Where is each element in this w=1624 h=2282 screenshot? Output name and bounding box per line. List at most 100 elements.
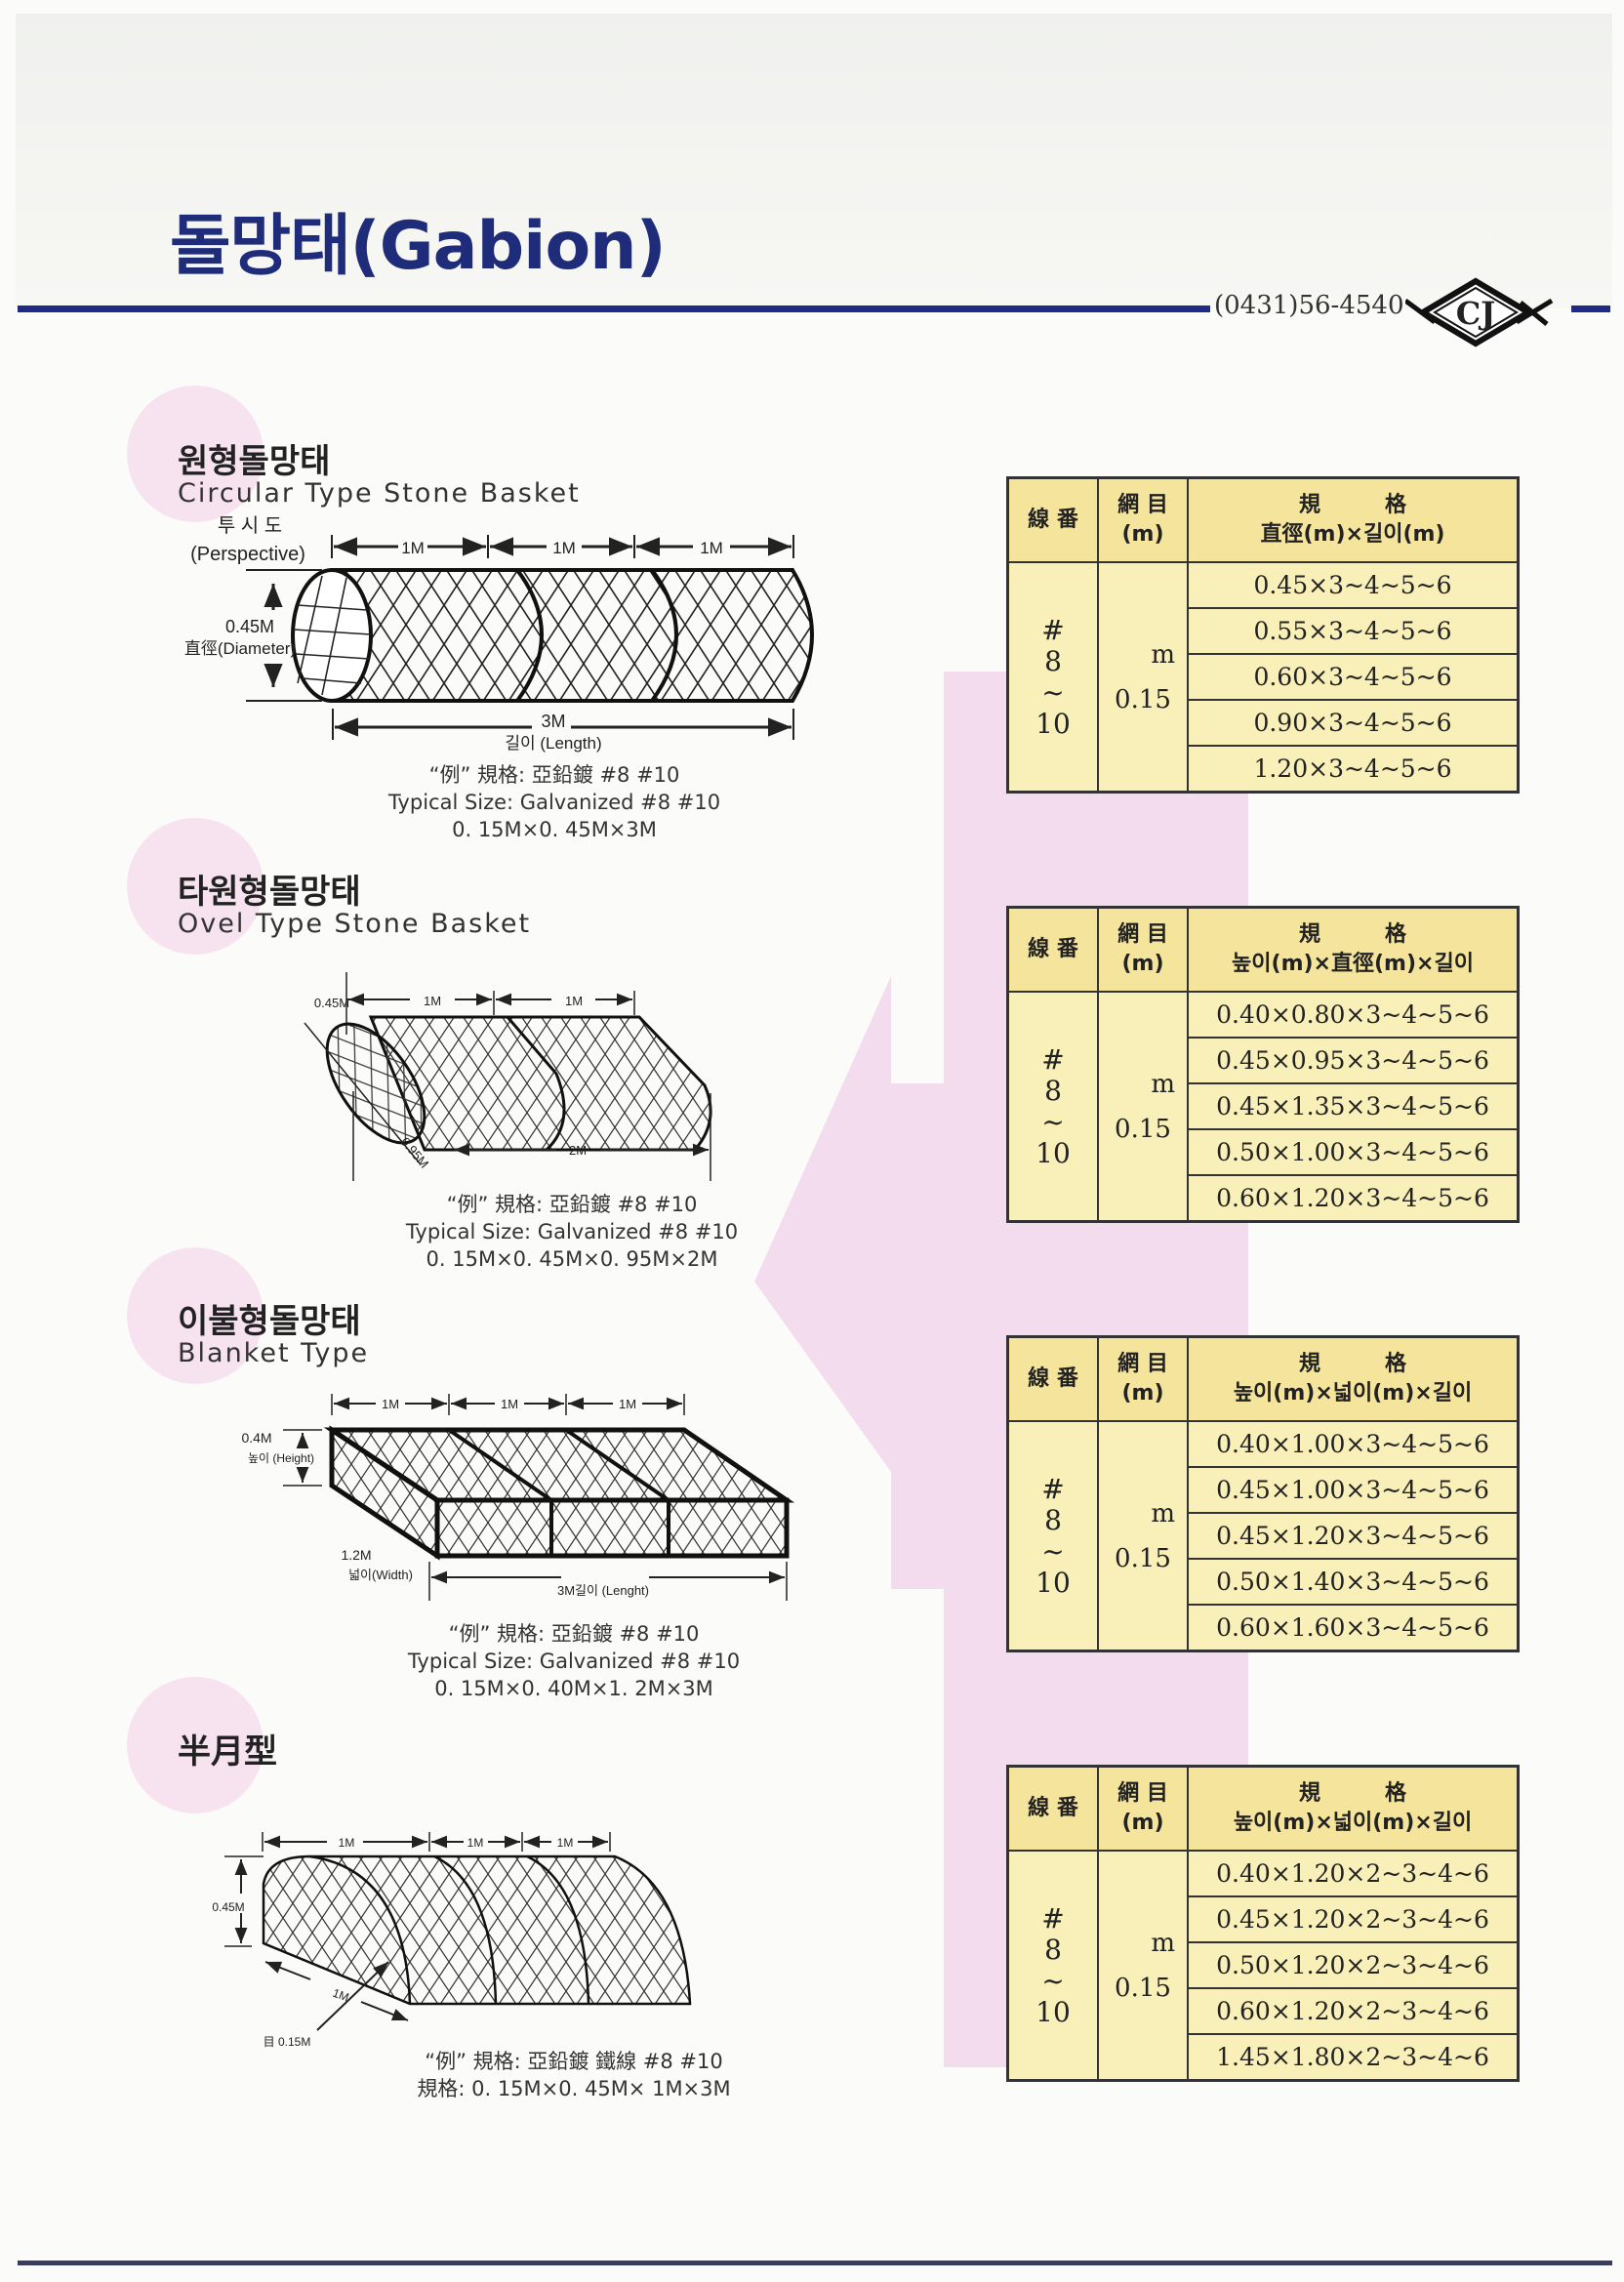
- header-divider: [18, 306, 1210, 312]
- svg-text:1M: 1M: [424, 994, 441, 1008]
- spec-value: 0.40×1.00×3~4~5~6: [1187, 1420, 1520, 1468]
- caption-line: “例” 規格: 亞鉛鍍 #8 #10: [428, 763, 680, 787]
- header-wire: 線 番: [1006, 476, 1099, 563]
- wire-gauge-cell: #8~10: [1006, 561, 1099, 794]
- svg-text:0.45M: 0.45M: [314, 996, 349, 1010]
- caption-line: Typical Size: Galvanized #8 #10: [407, 1650, 741, 1673]
- heading-decoration: [127, 386, 264, 522]
- table-row: 0.50×1.00×3~4~5~6: [1008, 1128, 1520, 1176]
- table-row: 0.90×3~4~5~6: [1008, 699, 1520, 747]
- header-band: [16, 14, 1612, 308]
- svg-text:높이 (Height): 높이 (Height): [248, 1451, 314, 1465]
- header-divider-right: [1571, 306, 1610, 312]
- spec-value: 0.50×1.20×2~3~4~6: [1187, 1941, 1520, 1989]
- spec-value: 0.45×3~4~5~6: [1187, 561, 1520, 609]
- header-wire: 線 番: [1006, 906, 1099, 993]
- page-title: 돌망태(Gabion): [170, 208, 667, 285]
- table-row: 0.50×1.40×3~4~5~6: [1008, 1558, 1520, 1606]
- spec-value: 0.60×1.20×2~3~4~6: [1187, 1987, 1520, 2035]
- caption-line: “例” 規格: 亞鉛鍍 鐵線 #8 #10: [425, 2050, 723, 2073]
- svg-text:1M: 1M: [401, 539, 425, 557]
- table-row: 0.60×1.20×3~4~5~6: [1008, 1174, 1520, 1223]
- header-mesh: 網 目(m): [1097, 906, 1189, 993]
- svg-text:투 시 도: 투 시 도: [218, 515, 282, 537]
- svg-text:길이 (Length): 길이 (Length): [505, 734, 601, 753]
- table-row: 0.45×1.20×3~4~5~6: [1008, 1512, 1520, 1560]
- spec-value: 1.45×1.80×2~3~4~6: [1187, 2033, 1520, 2082]
- table-row: 0.55×3~4~5~6: [1008, 607, 1520, 655]
- caption-line: Typical Size: Galvanized #8 #10: [387, 791, 721, 814]
- wire-gauge-cell: #8~10: [1006, 991, 1099, 1223]
- spec-value: 0.45×1.00×3~4~5~6: [1187, 1466, 1520, 1514]
- caption-oval: “例” 規格: 亞鉛鍍 #8 #10 Typical Size: Galvani…: [230, 1191, 914, 1273]
- cj-logo: CJ: [1405, 277, 1554, 347]
- spec-value: 0.50×1.00×3~4~5~6: [1187, 1128, 1520, 1176]
- header-wire: 線 番: [1006, 1765, 1099, 1852]
- wire-gauge-cell: #8~10: [1006, 1420, 1099, 1652]
- svg-text:1.2M: 1.2M: [341, 1547, 371, 1563]
- svg-text:0.45M: 0.45M: [212, 1900, 244, 1914]
- svg-text:0.4M: 0.4M: [241, 1430, 271, 1446]
- section-title-halfmoon: 半月型: [178, 1732, 277, 1772]
- svg-text:目 0.15M: 目 0.15M: [264, 2035, 311, 2049]
- table-header: 線 番網 目(m)規 格直徑(m)×길이(m): [1006, 476, 1520, 563]
- svg-text:1M: 1M: [552, 539, 576, 557]
- caption-halfmoon: “例” 規格: 亞鉛鍍 鐵線 #8 #10 規格: 0. 15M×0. 45M×…: [232, 2048, 915, 2102]
- spec-value: 0.90×3~4~5~6: [1187, 699, 1520, 747]
- header-spec: 規 格直徑(m)×길이(m): [1187, 476, 1520, 563]
- header-mesh: 網 目(m): [1097, 1765, 1189, 1852]
- heading-decoration: [127, 818, 264, 955]
- spec-value: 0.60×1.20×3~4~5~6: [1187, 1174, 1520, 1223]
- section-title-oval: 타원형돌망태: [178, 873, 361, 912]
- table-row: 0.45×1.00×3~4~5~6: [1008, 1466, 1520, 1514]
- table-row: 0.45×1.35×3~4~5~6: [1008, 1082, 1520, 1130]
- logo-text: CJ: [1456, 295, 1496, 332]
- caption-line: 0. 15M×0. 45M×0. 95M×2M: [426, 1247, 718, 1271]
- svg-text:1M: 1M: [557, 1836, 574, 1850]
- caption-line: Typical Size: Galvanized #8 #10: [405, 1220, 739, 1243]
- spec-value: 0.45×1.20×3~4~5~6: [1187, 1512, 1520, 1560]
- caption-line: 0. 15M×0. 40M×1. 2M×3M: [434, 1677, 713, 1700]
- phone-number: (0431)56-4540: [1214, 291, 1404, 320]
- svg-text:0.45M: 0.45M: [225, 617, 274, 636]
- header-wire: 線 番: [1006, 1335, 1099, 1422]
- header-mesh: 網 目(m): [1097, 476, 1189, 563]
- spec-value: 1.20×3~4~5~6: [1187, 745, 1520, 794]
- spec-value: 0.50×1.40×3~4~5~6: [1187, 1558, 1520, 1606]
- spec-value: 0.45×1.35×3~4~5~6: [1187, 1082, 1520, 1130]
- blanket-basket-diagram: 1M 1M 1M 0.4M 높이 (Height) 1.2M 넓이(Width)…: [241, 1394, 795, 1601]
- svg-text:1M: 1M: [565, 994, 583, 1008]
- heading-decoration: [127, 1677, 264, 1813]
- table-row: 1.20×3~4~5~6: [1008, 745, 1520, 794]
- spec-value: 0.45×1.20×2~3~4~6: [1187, 1895, 1520, 1943]
- spec-value: 0.60×1.60×3~4~5~6: [1187, 1604, 1520, 1652]
- table-row: 0.45×0.95×3~4~5~6: [1008, 1037, 1520, 1084]
- svg-text:1M: 1M: [331, 1986, 350, 2005]
- heading-decoration: [127, 1247, 264, 1384]
- section-title-blanket: 이불형돌망태: [178, 1302, 361, 1341]
- table-row: 0.60×1.60×3~4~5~6: [1008, 1604, 1520, 1652]
- section-subtitle-blanket: Blanket Type: [178, 1338, 370, 1368]
- spec-value: 0.60×3~4~5~6: [1187, 653, 1520, 701]
- caption-line: “例” 規格: 亞鉛鍍 #8 #10: [446, 1193, 698, 1216]
- oval-basket-diagram: 0.45M 1M 1M 0.95M 2M: [304, 972, 712, 1181]
- svg-text:(Perspective): (Perspective): [190, 544, 305, 565]
- caption-blanket: “例” 規格: 亞鉛鍍 #8 #10 Typical Size: Galvani…: [232, 1620, 915, 1702]
- svg-text:1M: 1M: [467, 1836, 484, 1850]
- section-title-circular: 원형돌망태: [178, 442, 331, 481]
- svg-text:넓이(Width): 넓이(Width): [348, 1568, 413, 1582]
- section-subtitle-oval: Ovel Type Stone Basket: [178, 909, 532, 939]
- svg-text:3M길이 (Lenght): 3M길이 (Lenght): [557, 1583, 649, 1598]
